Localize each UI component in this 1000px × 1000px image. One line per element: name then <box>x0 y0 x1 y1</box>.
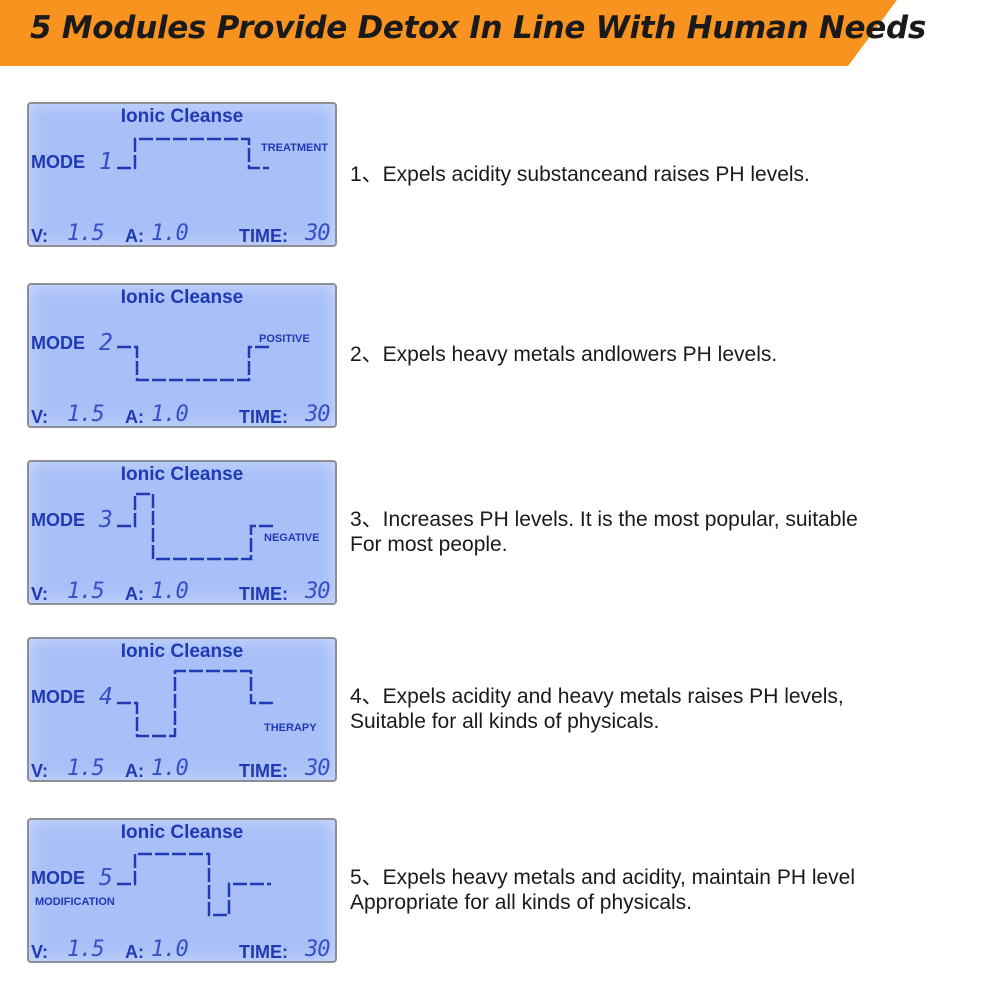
time-value: 30 <box>305 579 330 604</box>
mode-sub-label: MODIFICATION <box>35 896 115 908</box>
waveform-mode-1 <box>117 137 269 170</box>
panel-title: Ionic Cleanse <box>120 464 244 485</box>
mode-number: 5 <box>99 865 113 891</box>
description-mode-3: 3、Increases PH levels. It is the most po… <box>350 507 990 557</box>
time-value: 30 <box>305 402 330 427</box>
mode-sub-label: THERAPY <box>264 722 317 734</box>
ampere-value: 1.0 <box>151 221 189 246</box>
time-label: TIME: <box>239 226 288 246</box>
mode-number: 1 <box>99 149 113 175</box>
mode-sub-label: POSITIVE <box>259 333 310 345</box>
mode-sub-label: TREATMENT <box>261 142 329 154</box>
voltage-value: 1.5 <box>67 221 105 246</box>
waveform-mode-2 <box>117 345 269 382</box>
mode-label: MODE <box>31 868 85 888</box>
voltage-label: V: <box>31 407 49 427</box>
description-line: 2、Expels heavy metals andlowers PH level… <box>350 343 778 366</box>
ampere-value: 1.0 <box>151 579 189 604</box>
time-label: TIME: <box>239 407 288 427</box>
waveform-mode-4 <box>117 669 275 738</box>
mode-label: MODE <box>31 333 85 353</box>
ampere-label: A: <box>125 226 144 246</box>
panel-title: Ionic Cleanse <box>120 641 244 662</box>
waveform-mode-5 <box>117 852 271 917</box>
voltage-value: 1.5 <box>67 756 105 781</box>
mode-number: 3 <box>99 507 113 533</box>
mode-label: MODE <box>31 152 85 172</box>
description-mode-2: 2、Expels heavy metals andlowers PH level… <box>350 342 990 367</box>
ampere-label: A: <box>125 761 144 781</box>
page-title: 5 Modules Provide Detox In Line With Hum… <box>30 10 927 46</box>
description-line: 4、Expels acidity and heavy metals raises… <box>350 685 844 708</box>
lcd-panel-mode-4: Ionic Cleanse MODE 4 THERAPY V: 1.5 A: 1… <box>27 637 337 782</box>
description-mode-4: 4、Expels acidity and heavy metals raises… <box>350 684 990 734</box>
voltage-value: 1.5 <box>67 402 105 427</box>
lcd-panel-mode-2: Ionic Cleanse MODE 2 POSITIVE V: 1.5 A: … <box>27 283 337 428</box>
time-value: 30 <box>305 756 330 781</box>
description-mode-1: 1、Expels acidity substanceand raises PH … <box>350 162 990 187</box>
description-line: 1、Expels acidity substanceand raises PH … <box>350 163 810 186</box>
lcd-panel-mode-3: Ionic Cleanse MODE 3 NEGATIVE V: 1.5 A: … <box>27 460 337 605</box>
mode-sub-label: NEGATIVE <box>264 532 320 544</box>
time-label: TIME: <box>239 761 288 781</box>
mode-label: MODE <box>31 510 85 530</box>
description-mode-5: 5、Expels heavy metals and acidity, maint… <box>350 865 990 915</box>
ampere-label: A: <box>125 584 144 604</box>
ampere-label: A: <box>125 407 144 427</box>
lcd-panel-mode-5: Ionic Cleanse MODE 5 MODIFICATION V: 1.5… <box>27 818 337 963</box>
voltage-label: V: <box>31 584 49 604</box>
mode-number: 2 <box>99 330 113 356</box>
lcd-panel-mode-1: Ionic Cleanse MODE 1 TREATMENT V: 1.5 A:… <box>27 102 337 247</box>
voltage-label: V: <box>31 226 49 246</box>
voltage-label: V: <box>31 942 49 962</box>
description-line: 5、Expels heavy metals and acidity, maint… <box>350 866 856 889</box>
time-label: TIME: <box>239 942 288 962</box>
ampere-label: A: <box>125 942 144 962</box>
description-line: Suitable for all kinds of physicals. <box>350 710 660 733</box>
banner-shape <box>0 0 897 66</box>
ampere-value: 1.0 <box>151 402 189 427</box>
voltage-value: 1.5 <box>67 937 105 962</box>
time-label: TIME: <box>239 584 288 604</box>
voltage-value: 1.5 <box>67 579 105 604</box>
description-line: For most people. <box>350 533 508 556</box>
panel-title: Ionic Cleanse <box>120 287 244 308</box>
panel-title: Ionic Cleanse <box>120 106 244 127</box>
waveform-mode-3 <box>117 492 275 561</box>
ampere-value: 1.0 <box>151 937 189 962</box>
mode-number: 4 <box>99 684 113 710</box>
voltage-label: V: <box>31 761 49 781</box>
panel-title: Ionic Cleanse <box>120 822 244 843</box>
time-value: 30 <box>305 221 330 246</box>
mode-label: MODE <box>31 687 85 707</box>
header-banner: 5 Modules Provide Detox In Line With Hum… <box>0 0 1000 66</box>
description-line: Appropriate for all kinds of physicals. <box>350 891 692 914</box>
ampere-value: 1.0 <box>151 756 189 781</box>
time-value: 30 <box>305 937 330 962</box>
description-line: 3、Increases PH levels. It is the most po… <box>350 508 858 531</box>
